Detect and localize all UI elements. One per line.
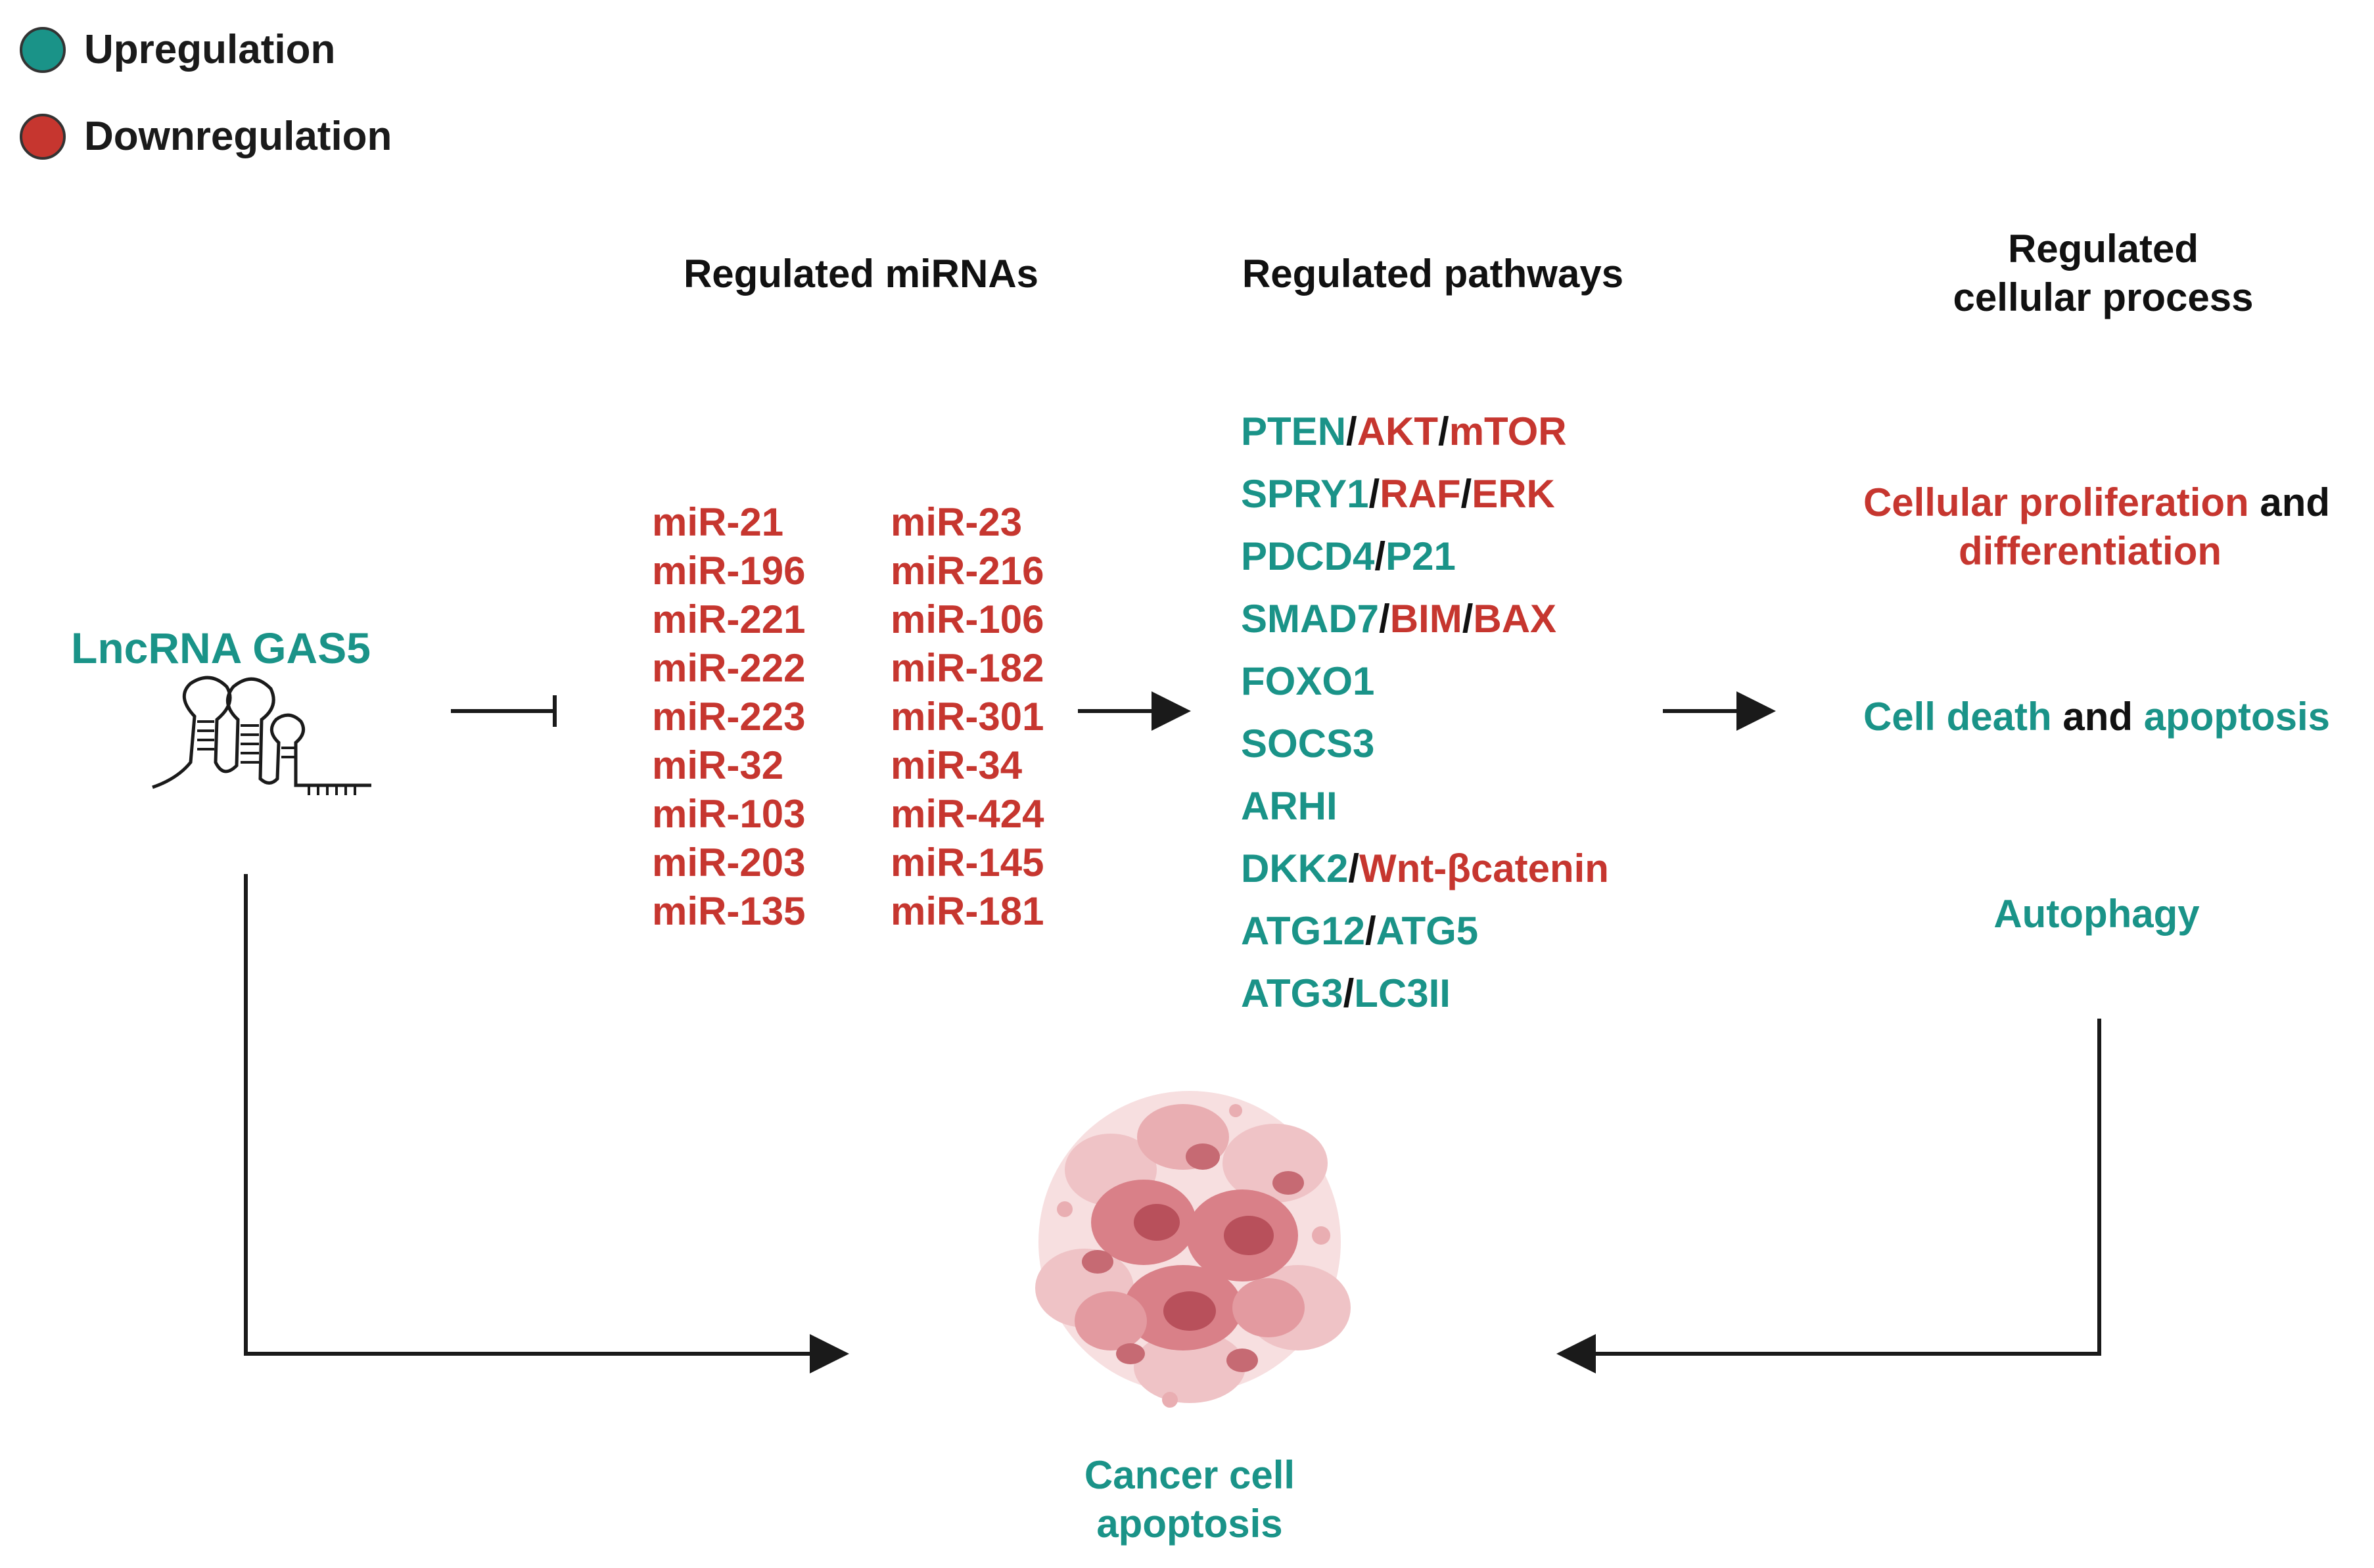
pathway-separator: /: [1374, 534, 1386, 578]
mirna-column-2: miR-23 miR-216 miR-106 miR-182 miR-301 m…: [891, 498, 1044, 936]
pathway-part: Wnt-βcatenin: [1359, 846, 1609, 890]
pathway-part: RAF: [1380, 472, 1461, 516]
mirna-item: miR-223: [652, 695, 806, 739]
process-proliferation-c: differentiation: [1959, 529, 2222, 573]
legend-up-label: Upregulation: [84, 27, 336, 72]
tumor-cell-cluster-icon: [1035, 1091, 1351, 1408]
pathway-row: SMAD7/BIM/BAX: [1241, 596, 1556, 641]
pathway-row: ATG3/LC3II: [1241, 971, 1451, 1016]
mirna-column-1: miR-21 miR-196 miR-221 miR-222 miR-223 m…: [652, 498, 805, 936]
mirna-item: miR-181: [891, 889, 1044, 933]
pathway-part: mTOR: [1449, 409, 1567, 453]
arrow-lncrna-to-apoptosis: [244, 874, 849, 1373]
mirna-item: miR-106: [891, 597, 1044, 641]
red-dot-icon: [20, 113, 66, 160]
mirna-item: miR-135: [652, 889, 806, 933]
process-proliferation-a: Cellular proliferation: [1863, 480, 2249, 524]
pathway-part: SPRY1: [1241, 472, 1369, 516]
mirna-item: miR-34: [891, 743, 1023, 787]
pathway-row: ATG12/ATG5: [1241, 908, 1478, 954]
pathway-part: PTEN: [1241, 409, 1347, 453]
legend-downregulation: Downregulation: [20, 113, 392, 160]
pathway-row: DKK2/Wnt-βcatenin: [1241, 846, 1609, 891]
process-death-and: and: [2062, 695, 2133, 739]
pathway-separator: /: [1348, 846, 1360, 890]
mirna-item: miR-221: [652, 597, 806, 641]
pathway-separator: /: [1379, 597, 1390, 641]
pathway-part: ERK: [1472, 472, 1555, 516]
pathway-part: ATG3: [1241, 971, 1343, 1015]
mirna-item: miR-196: [652, 549, 806, 593]
pathway-part: DKK2: [1241, 846, 1349, 890]
pathway-separator: /: [1460, 472, 1472, 516]
pathway-separator: /: [1438, 409, 1449, 453]
process-proliferation-and: and: [2260, 480, 2331, 524]
inhibition-arrow: [451, 695, 557, 727]
mirna-item: miR-216: [891, 549, 1044, 593]
mirna-item: miR-103: [652, 792, 806, 836]
pathway-row: SOCS3: [1241, 721, 1374, 766]
mirna-item: miR-32: [652, 743, 784, 787]
mirna-item: miR-21: [652, 500, 784, 544]
mirna-item: miR-222: [652, 646, 806, 690]
arrow-processes-to-apoptosis: [1556, 1019, 2101, 1373]
pathway-part: P21: [1385, 534, 1456, 578]
outcome-line1: Cancer cell: [1084, 1453, 1295, 1497]
pathway-part: ATG5: [1376, 909, 1479, 953]
pathway-row: FOXO1: [1241, 658, 1374, 704]
pathway-separator: /: [1368, 472, 1380, 516]
pathway-separator: /: [1343, 971, 1355, 1015]
heading-mirnas: Regulated miRNAs: [683, 252, 1039, 296]
pathway-part: PDCD4: [1241, 534, 1375, 578]
outcome-label: Cancer cell apoptosis: [986, 1451, 1393, 1548]
mirna-item: miR-145: [891, 841, 1044, 885]
mirna-item: miR-424: [891, 792, 1044, 836]
pathway-part: ARHI: [1241, 784, 1338, 828]
process-death-a: Cell death: [1863, 695, 2052, 739]
mirna-item: miR-203: [652, 841, 806, 885]
process-death: Cell death and apoptosis: [1827, 693, 2366, 741]
pathway-row: PTEN/AKT/mTOR: [1241, 409, 1567, 454]
lncrna-label: LncRNA GAS5: [71, 624, 371, 672]
mirna-item: miR-182: [891, 646, 1044, 690]
pathway-row: PDCD4/P21: [1241, 534, 1456, 579]
mirna-item: miR-301: [891, 695, 1044, 739]
legend-down-label: Downregulation: [84, 114, 392, 159]
pathway-part: ATG12: [1241, 909, 1365, 953]
pathway-part: LC3II: [1354, 971, 1451, 1015]
heading-process-line1: Regulated: [2007, 227, 2199, 271]
process-proliferation: Cellular proliferation and differentiati…: [1827, 478, 2366, 576]
pathway-part: BIM: [1389, 597, 1462, 641]
pathway-part: AKT: [1357, 409, 1439, 453]
pathway-separator: /: [1346, 409, 1357, 453]
pathway-separator: /: [1364, 909, 1376, 953]
pathway-part: FOXO1: [1241, 659, 1375, 703]
outcome-line2: apoptosis: [1096, 1502, 1283, 1546]
process-autophagy: Autophagy: [1993, 892, 2200, 936]
process-death-c: apoptosis: [2143, 695, 2331, 739]
mirna-item: miR-23: [891, 500, 1023, 544]
lncrna-hairpin-icon: [152, 676, 371, 795]
teal-dot-icon: [20, 26, 66, 73]
pathway-part: SOCS3: [1241, 722, 1375, 766]
pathway-separator: /: [1462, 597, 1474, 641]
pathway-row: SPRY1/RAF/ERK: [1241, 471, 1555, 517]
pathway-part: SMAD7: [1241, 597, 1380, 641]
legend-upregulation: Upregulation: [20, 26, 335, 73]
heading-process-line2: cellular process: [1953, 275, 2254, 319]
heading-pathways: Regulated pathways: [1242, 252, 1624, 296]
pathway-row: ARHI: [1241, 783, 1338, 829]
heading-process: Regulated cellular process: [1906, 225, 2300, 322]
pathway-part: BAX: [1473, 597, 1557, 641]
